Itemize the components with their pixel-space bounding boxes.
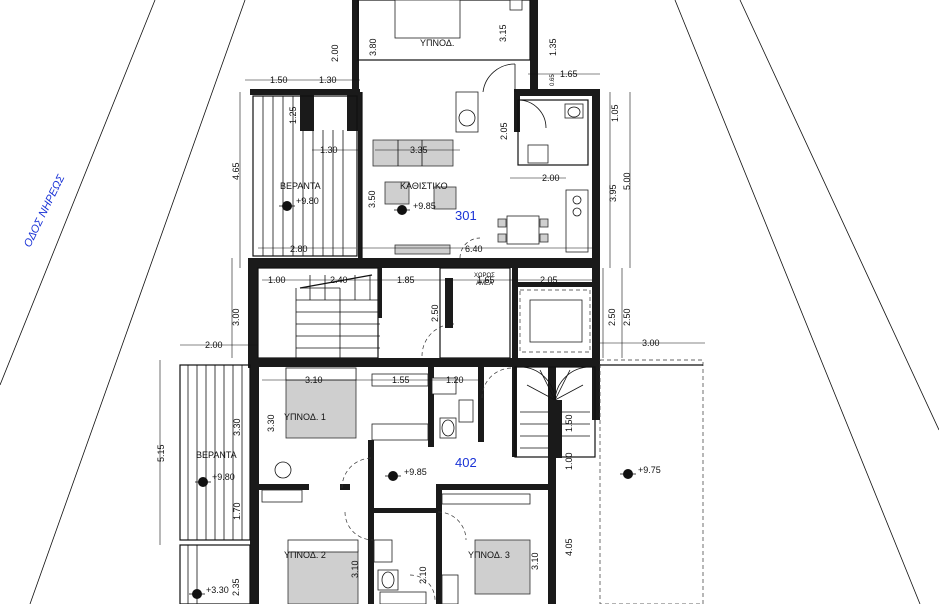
dim-label: 1.70 — [232, 502, 242, 520]
dim-label: 3.10 — [530, 552, 540, 570]
veranda-lower-deck — [179, 364, 251, 604]
stair-core — [257, 267, 592, 359]
dim-label: 5.15 — [156, 444, 166, 462]
level-label: +9.80 — [212, 472, 235, 482]
right-terrace — [599, 359, 704, 604]
dim-label: 2.80 — [290, 244, 308, 254]
dim-label: 5.00 — [622, 172, 632, 190]
apartment-402-furniture — [261, 367, 531, 604]
dim-label: 3.10 — [305, 375, 323, 385]
dim-label: 6.40 — [465, 244, 483, 254]
dim-label: 1.65 — [560, 69, 578, 79]
door-swings-lower — [341, 367, 513, 601]
dimension-labels: 1.50 1.30 2.00 3.80 3.15 1.35 0.65 1.65 … — [156, 24, 660, 596]
dim-label: 3.30 — [266, 414, 276, 432]
room-label-accessible-2: ΑΜΕΑ — [476, 281, 493, 287]
level-marker-icon — [394, 205, 410, 215]
dim-label: 3.15 — [498, 24, 508, 42]
dim-label: 3.00 — [642, 338, 660, 348]
dim-label: 1.55 — [392, 375, 410, 385]
dim-label: 1.30 — [320, 145, 338, 155]
room-labels: ΥΠΝΟΔ. ΒΕΡΑΝΤΑ ΚΑΘΙΣΤΙΚΟ ΧΩΡΟΣ ΑΜΕΑ ΒΕΡΑ… — [196, 38, 510, 560]
dim-label: 0.65 — [550, 74, 556, 86]
dim-label: 3.00 — [231, 308, 241, 326]
level-label: +3.30 — [206, 585, 229, 595]
dim-label: 1.30 — [319, 75, 337, 85]
dim-label: 3.10 — [350, 560, 360, 578]
living-furniture — [372, 91, 589, 255]
door-swings-upper — [421, 63, 547, 357]
dim-label: 2.50 — [607, 308, 617, 326]
dim-label: 4.65 — [231, 162, 241, 180]
dim-label: 3.50 — [367, 190, 377, 208]
dim-label: 1.20 — [446, 375, 464, 385]
level-marker-icon — [195, 477, 211, 487]
level-marker-icon — [385, 471, 401, 481]
dim-label: 1.50 — [564, 414, 574, 432]
dim-label: 1.35 — [548, 38, 558, 56]
room-label-bedroom-2: ΥΠΝΟΔ. 2 — [284, 550, 326, 560]
dim-label: 1.50 — [270, 75, 288, 85]
level-label: +9.85 — [413, 201, 436, 211]
room-label-veranda-lower: ΒΕΡΑΝΤΑ — [196, 450, 237, 460]
room-label-accessible-1: ΧΩΡΟΣ — [474, 273, 495, 279]
apartment-number-301: 301 — [455, 208, 477, 223]
dim-label: 2.35 — [231, 578, 241, 596]
spiral-stair — [514, 366, 596, 458]
dim-label: 3.35 — [410, 145, 428, 155]
level-marker-icon — [189, 589, 205, 599]
apartment-number-402: 402 — [455, 455, 477, 470]
room-label-living: ΚΑΘΙΣΤΙΚΟ — [400, 181, 448, 191]
level-label: +9.80 — [296, 196, 319, 206]
dim-label: 3.30 — [232, 418, 242, 436]
dim-label: 1.00 — [268, 275, 286, 285]
dim-label: 2.00 — [205, 340, 223, 350]
room-label-bedroom-top: ΥΠΝΟΔ. — [420, 38, 454, 48]
dim-label: 1.05 — [610, 104, 620, 122]
dim-label: 1.65 — [477, 275, 495, 285]
room-label-veranda-upper: ΒΕΡΑΝΤΑ — [280, 181, 321, 191]
dim-label: 3.95 — [608, 184, 618, 202]
dim-label: 3.80 — [368, 38, 378, 56]
dim-label: 2.50 — [430, 304, 440, 322]
room-label-bedroom-1: ΥΠΝΟΔ. 1 — [284, 412, 326, 422]
dim-label: 4.05 — [564, 538, 574, 556]
level-marker-icon — [620, 469, 636, 479]
dim-label: 1.85 — [397, 275, 415, 285]
dim-label: 1.00 — [564, 452, 574, 470]
veranda-upper-deck — [252, 95, 358, 257]
dimension-lines — [159, 73, 705, 545]
level-label: +9.85 — [404, 467, 427, 477]
level-marker-icon — [279, 201, 295, 211]
dim-label: 2.05 — [499, 122, 509, 140]
room-label-bedroom-3: ΥΠΝΟΔ. 3 — [468, 550, 510, 560]
dim-label: 2.05 — [540, 275, 558, 285]
level-markers: +9.80 +9.85 +9.80 +9.85 +9.75 +3.30 — [189, 196, 661, 599]
dim-label: 2.40 — [330, 275, 348, 285]
dim-label: 2.00 — [542, 173, 560, 183]
apartment-301-walls — [248, 0, 600, 368]
dim-label: 1.25 — [288, 106, 298, 124]
dim-label: 2.50 — [622, 308, 632, 326]
street-name-label: ΟΔΟΣ ΝΗΡΕΩΣ — [22, 173, 68, 250]
level-label: +9.75 — [638, 465, 661, 475]
dim-label: 2.10 — [418, 566, 428, 584]
dim-label: 2.00 — [330, 44, 340, 62]
